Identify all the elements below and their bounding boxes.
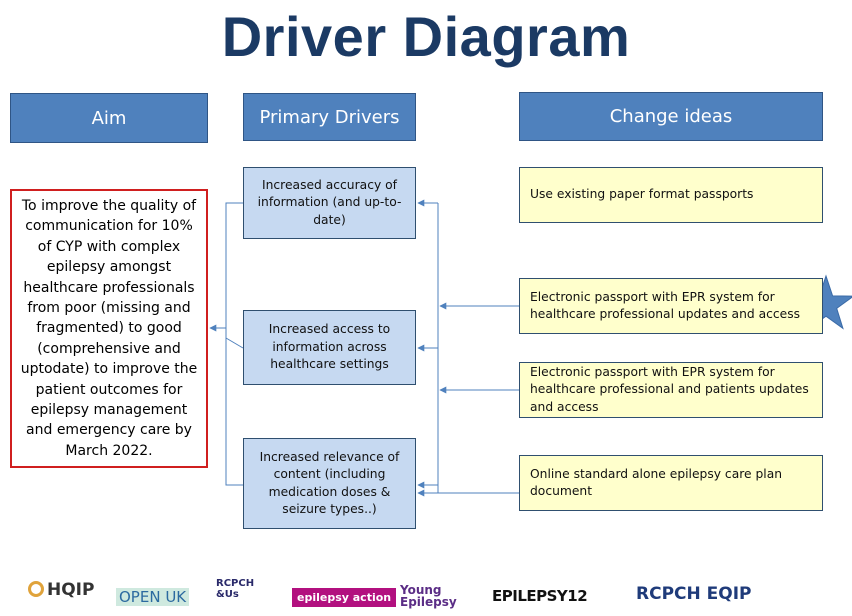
hqip-logo-text: HQIP	[47, 580, 95, 600]
primary-driver-3-text: Increased relevance of content (includin…	[259, 449, 400, 517]
driver-bracket	[225, 202, 243, 486]
change-idea-4-text: Online standard alone epilepsy care plan…	[530, 466, 783, 499]
change-ideas-header-label: Change ideas	[609, 106, 733, 127]
primary-driver-1: Increased accuracy of information (and u…	[243, 167, 416, 239]
epilepsy-action-logo: epilepsy action	[292, 588, 397, 607]
driver2-to-aim-line	[225, 337, 244, 349]
rcpch-us-logo: RCPCH &Us	[216, 578, 255, 600]
change-idea-3: Electronic passport with EPR system for …	[519, 362, 823, 418]
aim-text: To improve the quality of communication …	[20, 198, 198, 459]
change-idea-1-text: Use existing paper format passports	[530, 187, 754, 202]
young-epilepsy-logo: Young Epilepsy	[400, 583, 457, 609]
hqip-ring-icon	[28, 581, 44, 597]
change-idea-1: Use existing paper format passports	[519, 167, 823, 223]
change-idea-2: Electronic passport with EPR system for …	[519, 278, 823, 334]
primary-driver-1-text: Increased accuracy of information (and u…	[257, 177, 402, 227]
rcpch-eqip-logo: RCPCH EQIP	[636, 584, 752, 604]
change-idea-2-text: Electronic passport with EPR system for …	[530, 289, 801, 322]
change-ideas-header: Change ideas	[519, 92, 823, 141]
epilepsy12-logo: EPILEPSY12	[492, 587, 588, 605]
aim-header: Aim	[10, 93, 208, 143]
change-idea-4: Online standard alone epilepsy care plan…	[519, 455, 823, 511]
open-uk-logo: OPEN UK	[116, 588, 190, 606]
primary-driver-3: Increased relevance of content (includin…	[243, 438, 416, 529]
primary-drivers-header: Primary Drivers	[243, 93, 416, 141]
primary-drivers-header-label: Primary Drivers	[259, 106, 400, 128]
diagram-title: Driver Diagram	[221, 5, 631, 68]
primary-driver-2-text: Increased access to information across h…	[268, 322, 391, 372]
aim-header-label: Aim	[91, 107, 127, 129]
hqip-logo: HQIP	[28, 580, 94, 600]
change-idea-3-text: Electronic passport with EPR system for …	[530, 364, 809, 414]
aim-box: To improve the quality of communication …	[10, 189, 208, 468]
primary-driver-2: Increased access to information across h…	[243, 310, 416, 385]
